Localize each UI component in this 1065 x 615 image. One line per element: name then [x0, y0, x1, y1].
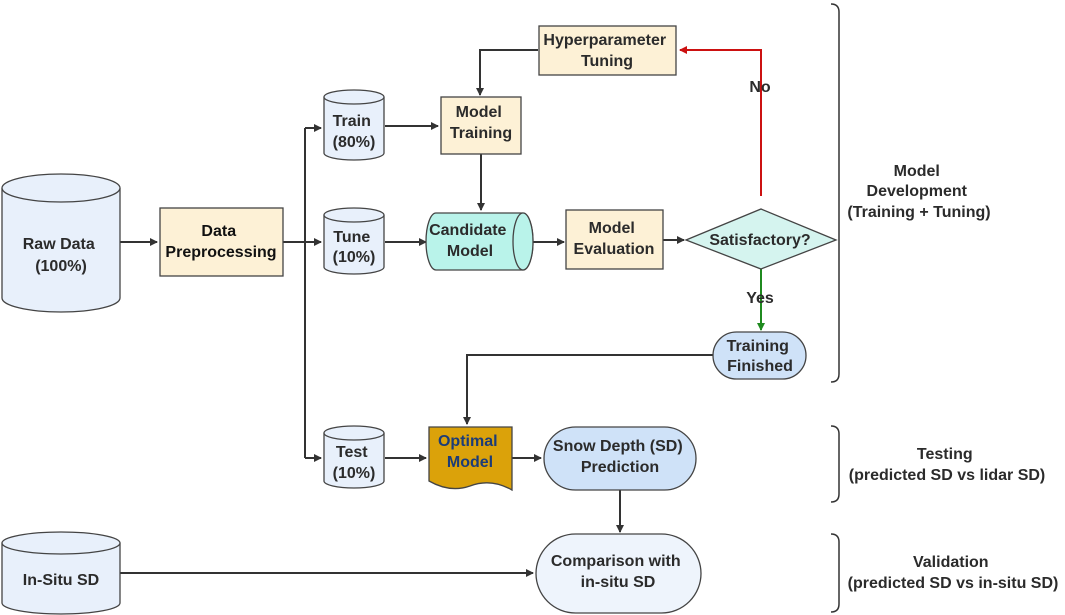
- edge-decision-no: [679, 46, 762, 196]
- edge-label-no: No: [749, 79, 771, 96]
- testing-section-label: Testing (predicted SD vs lidar SD): [849, 446, 1046, 484]
- raw-data-label: Raw Data (100%): [23, 236, 99, 275]
- development-bracket: [830, 3, 840, 383]
- optimal-label: Optimal Model: [438, 433, 502, 471]
- hyperparameter-node: [538, 25, 677, 76]
- test-label: Test (10%): [333, 444, 376, 482]
- prediction-label: Snow Depth (SD) Prediction: [553, 438, 687, 476]
- evaluation-node: [565, 209, 664, 270]
- raw-data-node: [1, 173, 121, 313]
- candidate-label: Candidate Model: [429, 222, 511, 260]
- train-label: Train (80%): [333, 113, 376, 151]
- optimal-node: [428, 426, 513, 492]
- train-node: [323, 89, 385, 161]
- decision-label: Satisfactory?: [709, 232, 810, 249]
- model-training-node: [440, 96, 522, 155]
- candidate-node: [425, 212, 534, 271]
- comparison-node: [535, 533, 702, 614]
- finished-label: Training Finished: [727, 338, 794, 375]
- tune-label: Tune (10%): [333, 229, 376, 266]
- validation-bracket: [830, 533, 840, 613]
- tune-node: [323, 207, 385, 275]
- development-section-label: Model Development (Training + Tuning): [847, 163, 990, 221]
- finished-node: [712, 331, 807, 380]
- hyperparameter-label: Hyperparameter Tuning: [543, 32, 670, 70]
- preprocessing-label: Data Preprocessing: [165, 223, 276, 261]
- model-training-label: Model Training: [450, 104, 512, 142]
- testing-bracket: [830, 425, 840, 503]
- edge-label-yes: Yes: [746, 290, 774, 307]
- edge-finished-to-optimal: [463, 354, 713, 425]
- prediction-node: [543, 426, 697, 491]
- edge-hyper-to-model-training: [476, 49, 538, 96]
- decision-node: [684, 208, 838, 270]
- validation-section-label: Validation (predicted SD vs in-situ SD): [848, 554, 1059, 592]
- in-situ-node: [1, 531, 121, 615]
- test-node: [323, 425, 385, 489]
- evaluation-label: Model Evaluation: [574, 220, 655, 258]
- comparison-label: Comparison with in-situ SD: [551, 553, 685, 591]
- preprocessing-node: [159, 207, 284, 277]
- in-situ-label: In-Situ SD: [23, 572, 99, 589]
